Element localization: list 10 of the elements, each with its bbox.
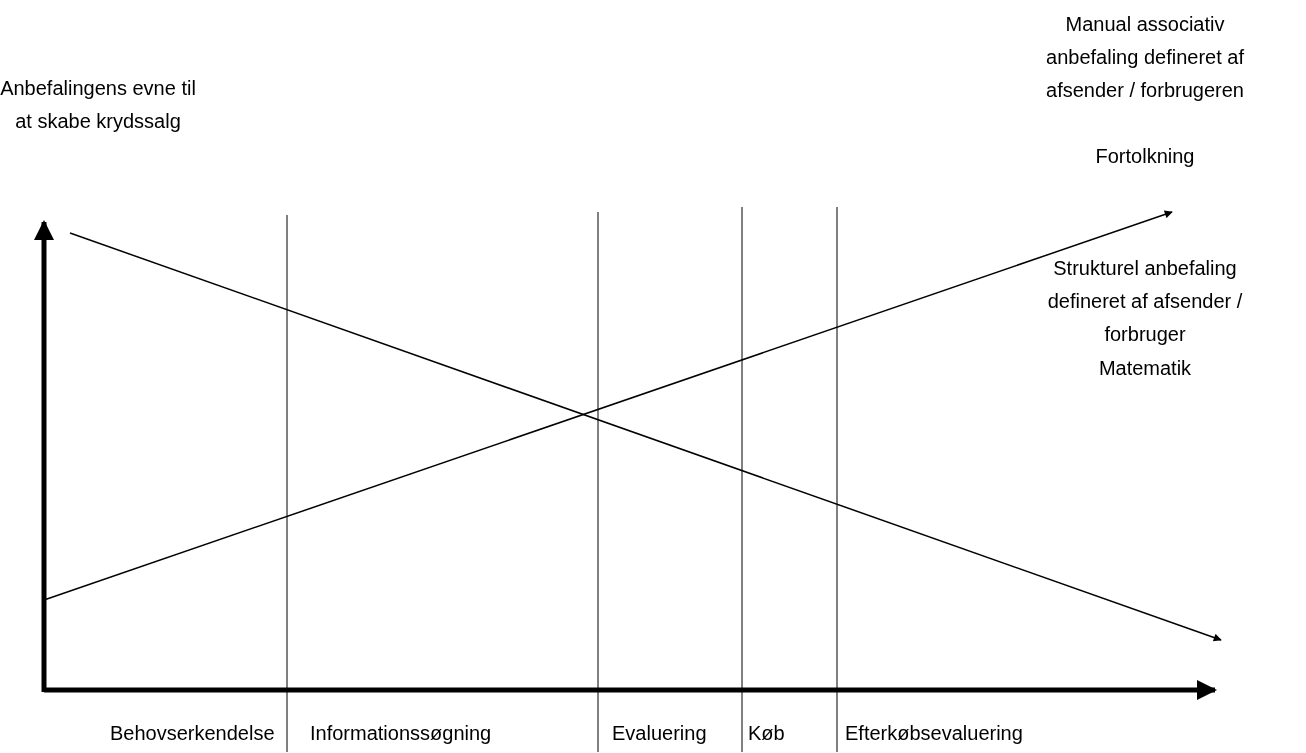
axis-label: Manual associativ anbefaling defineret af afsender / forbrugeren: [1045, 12, 1245, 103]
axis-label: Matematik: [1097, 356, 1193, 381]
axis-label: Anbefalingens evne til at skabe krydssalg: [0, 76, 196, 134]
phase-label: Efterkøbsevaluering: [845, 721, 1023, 746]
phase-label: Evaluering: [612, 721, 707, 746]
phase-label: Behovserkendelse: [110, 721, 275, 746]
axis-label: Fortolkning: [1094, 144, 1196, 169]
phase-label: Informationssøgning: [310, 721, 492, 746]
phase-label: Køb: [748, 721, 785, 746]
axis-label: Strukturel anbefaling defineret af afsender / forbruger: [1046, 256, 1244, 347]
